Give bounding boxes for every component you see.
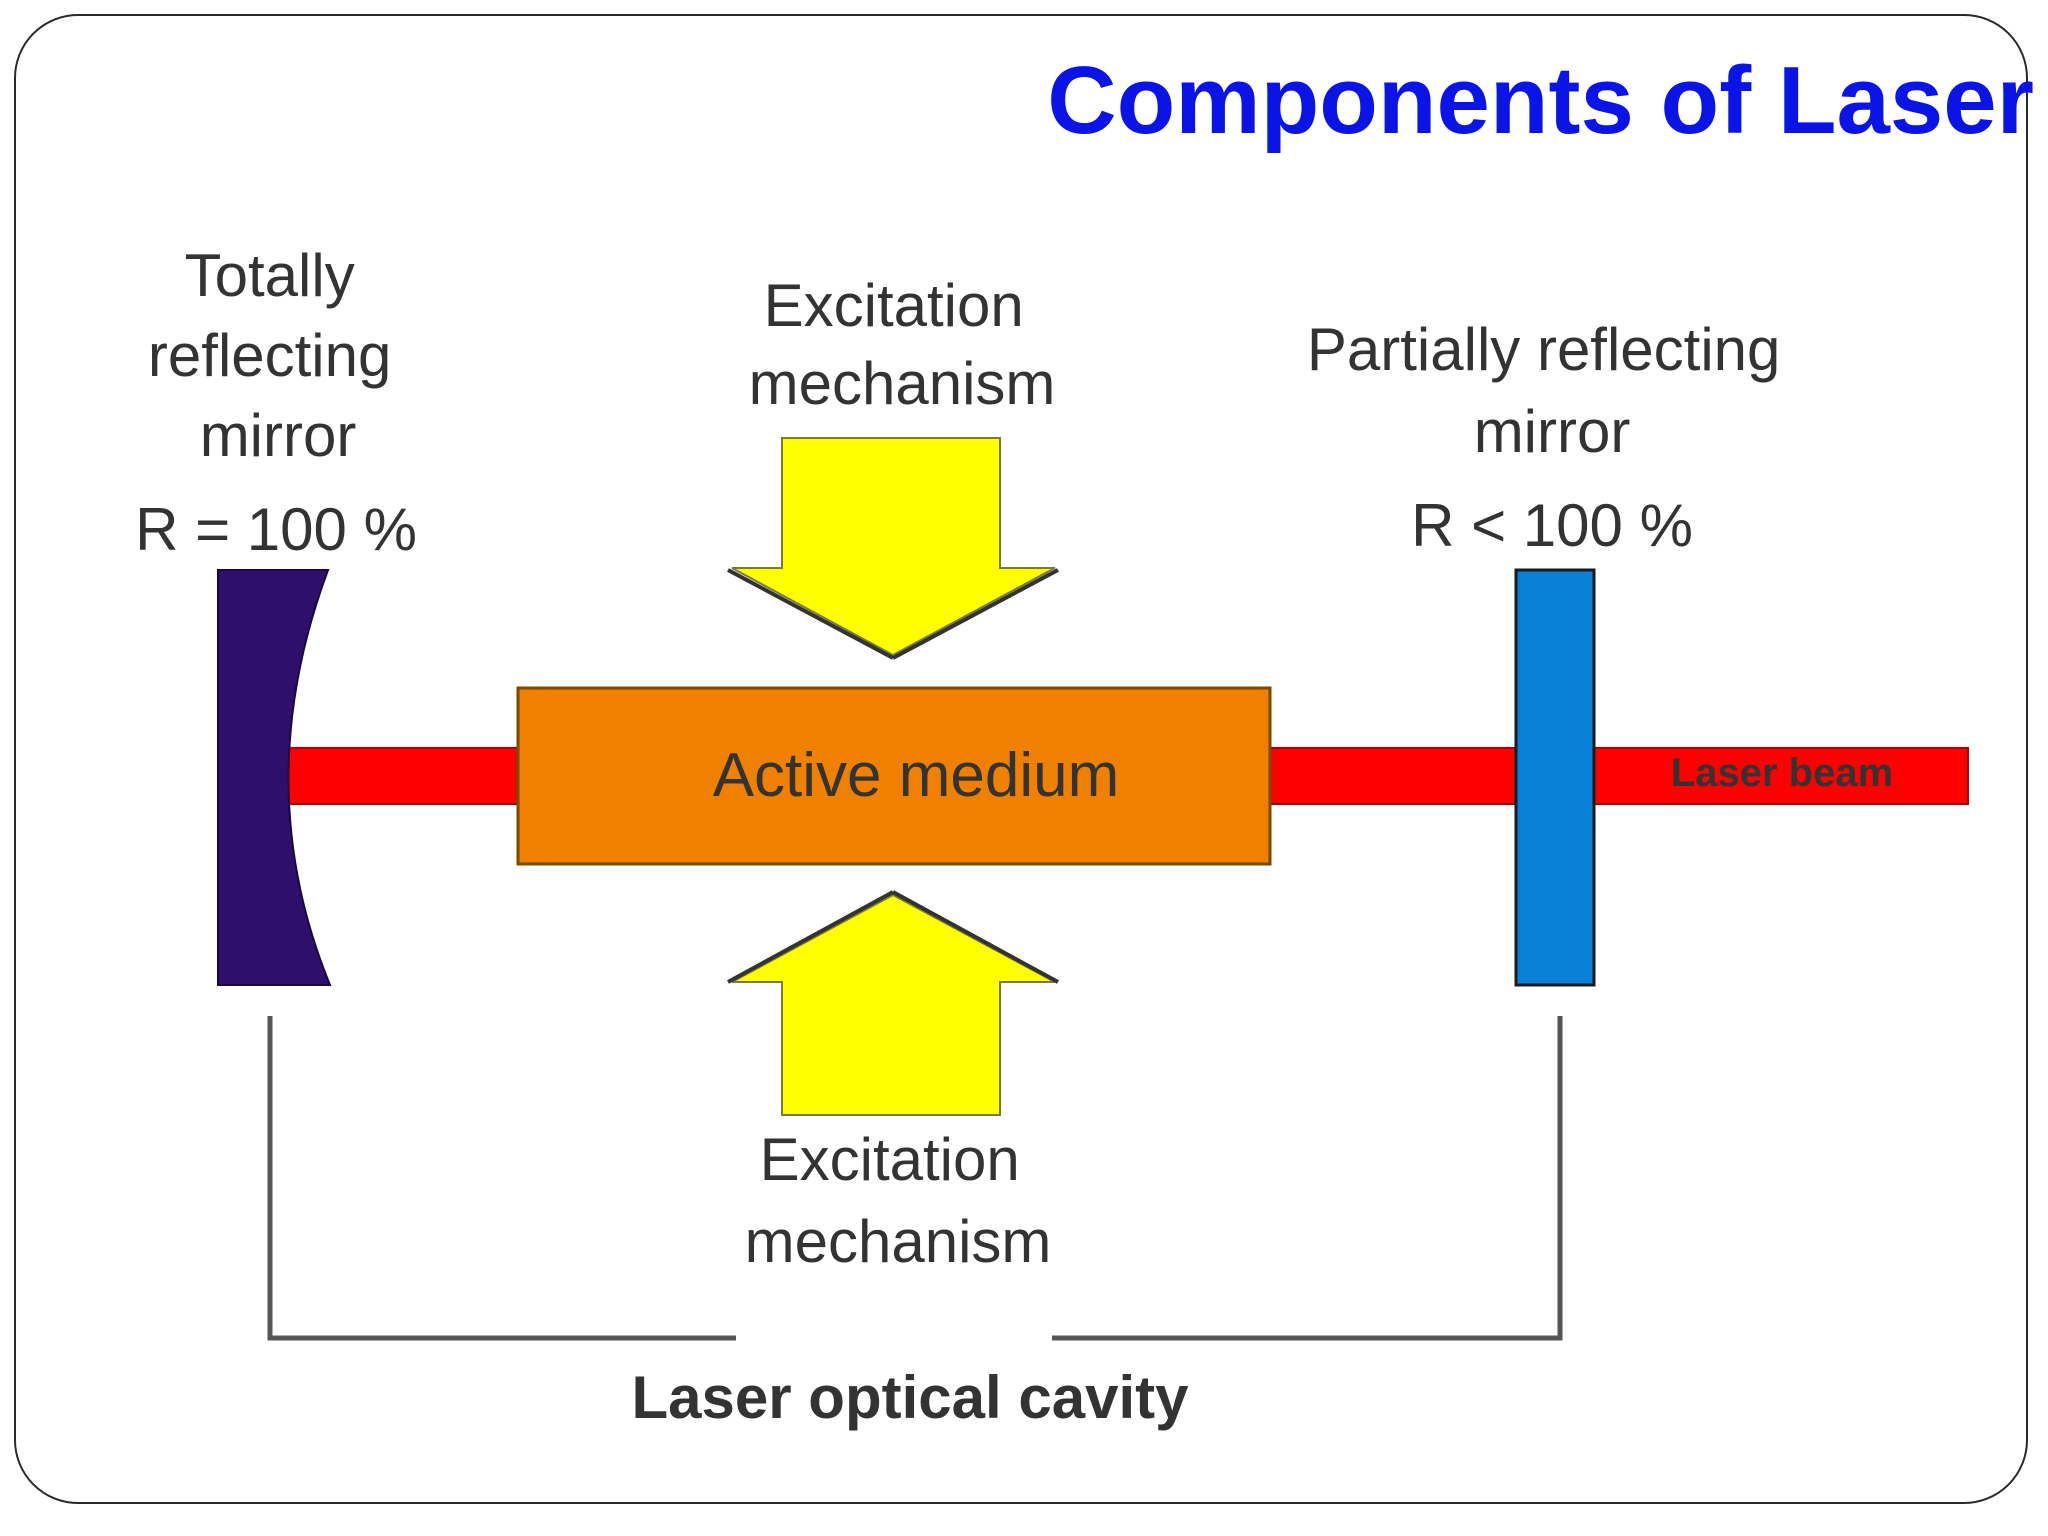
left-mirror-label-line: Totally (185, 242, 355, 309)
active-medium-label: Active medium (713, 741, 1120, 810)
beam-left-segment (279, 747, 521, 805)
beam-middle-segment (1267, 747, 1519, 805)
excitation-top-label-line: mechanism (749, 350, 1056, 417)
active-medium-block (516, 686, 1272, 866)
excitation-bottom-label: Excitation mechanism (745, 1126, 1052, 1275)
slide-title: Components of Laser (1047, 47, 2034, 154)
cavity-bracket-right (1052, 1016, 1563, 1341)
laser-beam-output (1593, 747, 1969, 805)
right-mirror-label-line: Partially reflecting (1307, 316, 1781, 383)
cavity-bracket-left (267, 1016, 736, 1341)
excitation-bottom-label-line: mechanism (745, 1208, 1052, 1275)
arrow-top-right-wing (892, 568, 1059, 660)
excitation-arrow-top (731, 437, 1056, 657)
arrow-bottom-left-wing (727, 890, 894, 984)
left-mirror-label-line: mirror (200, 402, 357, 469)
right-mirror-reflectivity: R < 100 % (1411, 492, 1693, 559)
totally-reflecting-mirror (217, 569, 332, 986)
left-mirror-label: Totally reflecting mirror (148, 242, 408, 469)
partially-reflecting-mirror (1514, 568, 1596, 987)
excitation-top-label-line: Excitation (764, 272, 1024, 339)
left-mirror-reflectivity: R = 100 % (135, 496, 417, 563)
arrow-bottom-right-wing (892, 890, 1059, 984)
right-mirror-label: Partially reflecting mirror (1307, 316, 1797, 465)
cavity-label: Laser optical cavity (632, 1364, 1190, 1431)
left-mirror-label-line: reflecting (148, 322, 391, 389)
excitation-arrow-bottom (731, 893, 1056, 1116)
slide-frame (14, 14, 2028, 1504)
right-mirror-label-line: mirror (1474, 398, 1631, 465)
arrow-top-left-wing (727, 568, 894, 660)
excitation-bottom-label-line: Excitation (760, 1126, 1020, 1193)
laser-beam-label: Laser beam (1671, 751, 1893, 795)
excitation-top-label: Excitation mechanism (749, 272, 1056, 417)
